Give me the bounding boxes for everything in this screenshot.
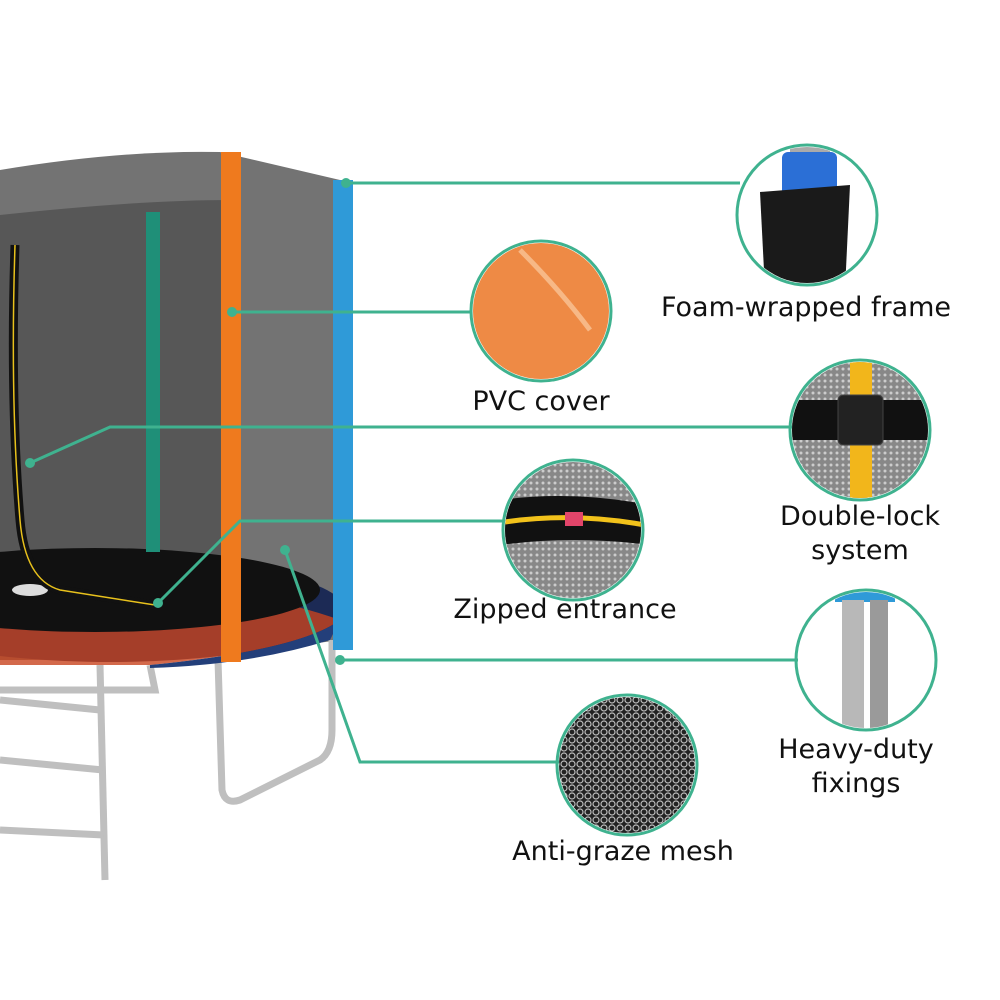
feature-label-heavy-duty: Heavy-duty fixings <box>778 733 934 801</box>
feature-label-double-lock: Double-lock system <box>780 500 940 568</box>
callout-lines <box>29 181 798 764</box>
feature-label-line: system <box>811 535 909 566</box>
feature-label-line: fixings <box>811 768 901 799</box>
foam-frame-icon <box>739 147 875 283</box>
feature-label-line: Double-lock <box>780 501 940 532</box>
mesh-icon <box>559 697 695 833</box>
feature-label-line: Heavy-duty <box>778 734 934 765</box>
pole-orange <box>221 152 241 662</box>
feature-label-pvc-cover: PVC cover <box>472 386 610 417</box>
frame-legs <box>0 640 336 881</box>
feature-label-zipped-entrance: Zipped entrance <box>453 594 677 625</box>
zipper-icon <box>505 462 641 598</box>
pole-fixing-icon <box>798 592 934 728</box>
pole-blue <box>333 180 353 650</box>
buckle-icon <box>792 362 928 498</box>
feature-label-foam-frame: Foam-wrapped frame <box>660 292 952 323</box>
feature-label-anti-graze: Anti-graze mesh <box>512 836 734 867</box>
pole-green <box>146 212 160 552</box>
pvc-cover-icon <box>473 243 609 379</box>
